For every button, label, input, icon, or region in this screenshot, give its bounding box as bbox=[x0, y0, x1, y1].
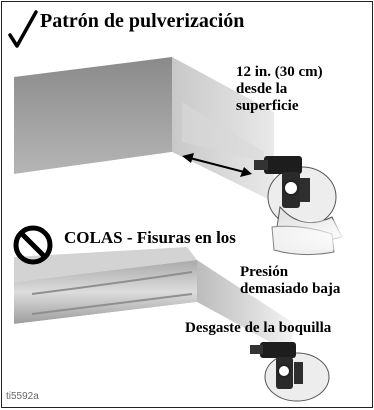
tip-wear-label: Desgaste de la boquilla bbox=[185, 320, 332, 336]
distance-arrow bbox=[182, 153, 252, 177]
good-pattern-title: Patrón de pulverización bbox=[40, 10, 245, 32]
tails-title: COLAS - Fisuras en los bbox=[64, 228, 236, 247]
distance-line: 12 in. (30 cm) bbox=[236, 64, 323, 80]
check-mark-icon bbox=[8, 10, 38, 48]
prohibited-icon bbox=[13, 225, 53, 265]
pressure-too-low-label: Presión demasiado baja bbox=[240, 264, 340, 298]
figure-code: ti5592a bbox=[6, 391, 39, 402]
distance-line: desde la bbox=[236, 80, 288, 97]
good-pattern-wall bbox=[14, 57, 274, 202]
pressure-line: demasiado baja bbox=[240, 280, 341, 297]
tails-pattern-wall bbox=[14, 247, 292, 374]
spray-distance-label: 12 in. (30 cm) desde la superficie bbox=[236, 64, 323, 114]
pressure-line: Presión bbox=[240, 264, 289, 280]
distance-line: superficie bbox=[236, 97, 299, 114]
spray-gun-bottom bbox=[250, 342, 330, 402]
hand-reference bbox=[257, 220, 367, 256]
